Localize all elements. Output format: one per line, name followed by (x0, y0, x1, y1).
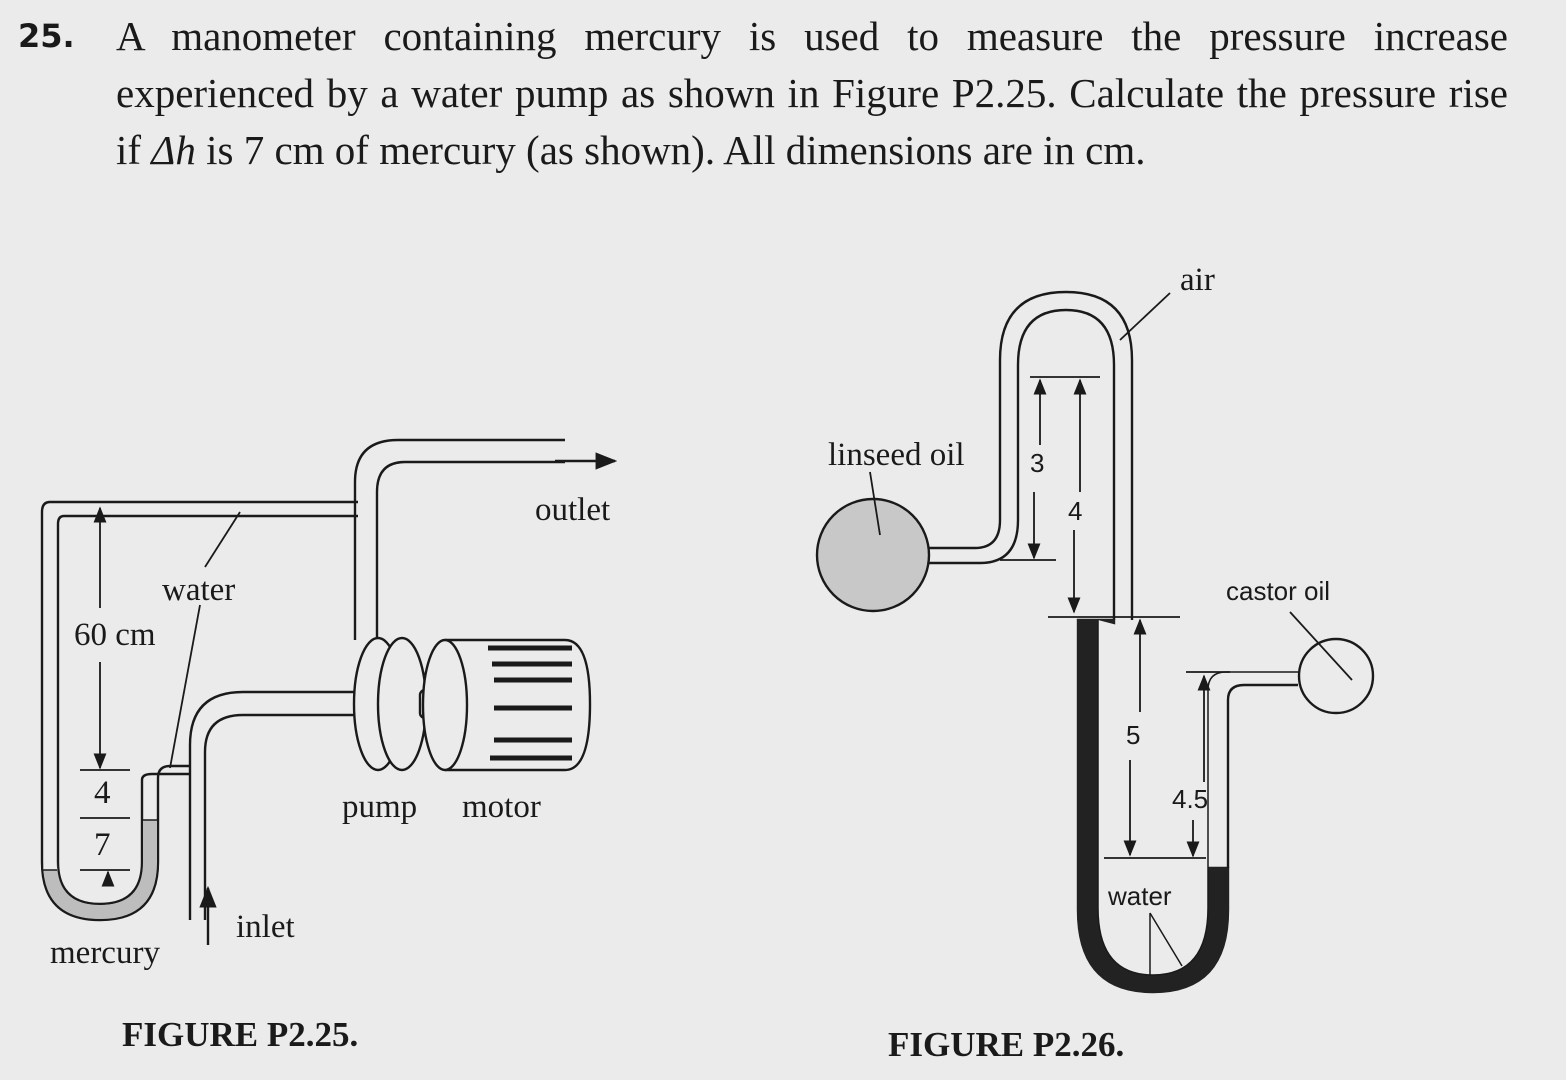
problem-text-after: is 7 cm of mercury (as shown). All dimen… (195, 127, 1146, 173)
inlet-pipe-inner (203, 713, 382, 920)
label-dim-4-5: 4.5 (1172, 784, 1208, 814)
left-tube-inner (928, 308, 1116, 620)
label-air: air (1180, 262, 1215, 298)
linseed-leader (869, 471, 881, 536)
water-leader-b (1149, 912, 1183, 967)
air-leader (1119, 292, 1171, 341)
motor-front (421, 638, 469, 772)
label-motor: motor (462, 789, 541, 825)
u-tube-inner-light (1097, 620, 1298, 976)
figure-p2-26 (815, 290, 1375, 994)
label-dim-4-26: 4 (1068, 496, 1082, 526)
linseed-oil-tank (815, 497, 931, 613)
label-outlet: outlet (535, 492, 610, 528)
label-dim-4: 4 (94, 775, 111, 811)
label-castor-oil: castor oil (1226, 576, 1330, 606)
problem-text: A manometer containing mercury is used t… (116, 8, 1508, 179)
outlet-pipe-outer (353, 438, 565, 640)
caption-p2-25: FIGURE P2.25. (122, 1015, 358, 1054)
manometer-tube-inner (56, 514, 358, 906)
problem-number: 25. (18, 17, 75, 55)
label-dim-3: 3 (1030, 448, 1044, 478)
figure-p2-25-labels: outlet water 60 cm 4 7 mercury inlet pum… (50, 492, 610, 1054)
left-tube-outer (928, 290, 1134, 620)
label-water: water (162, 572, 235, 608)
label-dim-5: 5 (1126, 720, 1140, 750)
outlet-pipe-inner (375, 460, 565, 640)
label-pump: pump (342, 789, 417, 825)
label-60-cm: 60 cm (74, 617, 156, 653)
inlet-pipe-outer (188, 690, 382, 920)
water-leader-top (204, 511, 241, 568)
figure-p2-26-labels: air linseed oil 3 4 castor oil 5 4.5 wat… (828, 262, 1330, 1064)
label-inlet: inlet (236, 909, 295, 945)
problem-statement: 25. A manometer containing mercury is us… (18, 8, 1508, 179)
right-tube-outer (1226, 683, 1298, 868)
label-linseed-oil: linseed oil (828, 437, 965, 473)
mercury-column (43, 820, 157, 919)
label-mercury: mercury (50, 935, 160, 971)
motor-vents (488, 645, 572, 761)
water-leader-bottom (169, 604, 201, 769)
problem-text-before: A manometer containing mercury is used t… (116, 13, 1508, 173)
delta-h-symbol: Δh (151, 127, 196, 173)
label-water-26: water (1107, 881, 1172, 911)
figure-p2-25 (40, 438, 618, 945)
label-dim-7: 7 (94, 827, 111, 863)
caption-p2-26: FIGURE P2.26. (888, 1025, 1124, 1064)
castor-leader (1289, 611, 1353, 681)
castor-oil-tank (1297, 637, 1375, 715)
